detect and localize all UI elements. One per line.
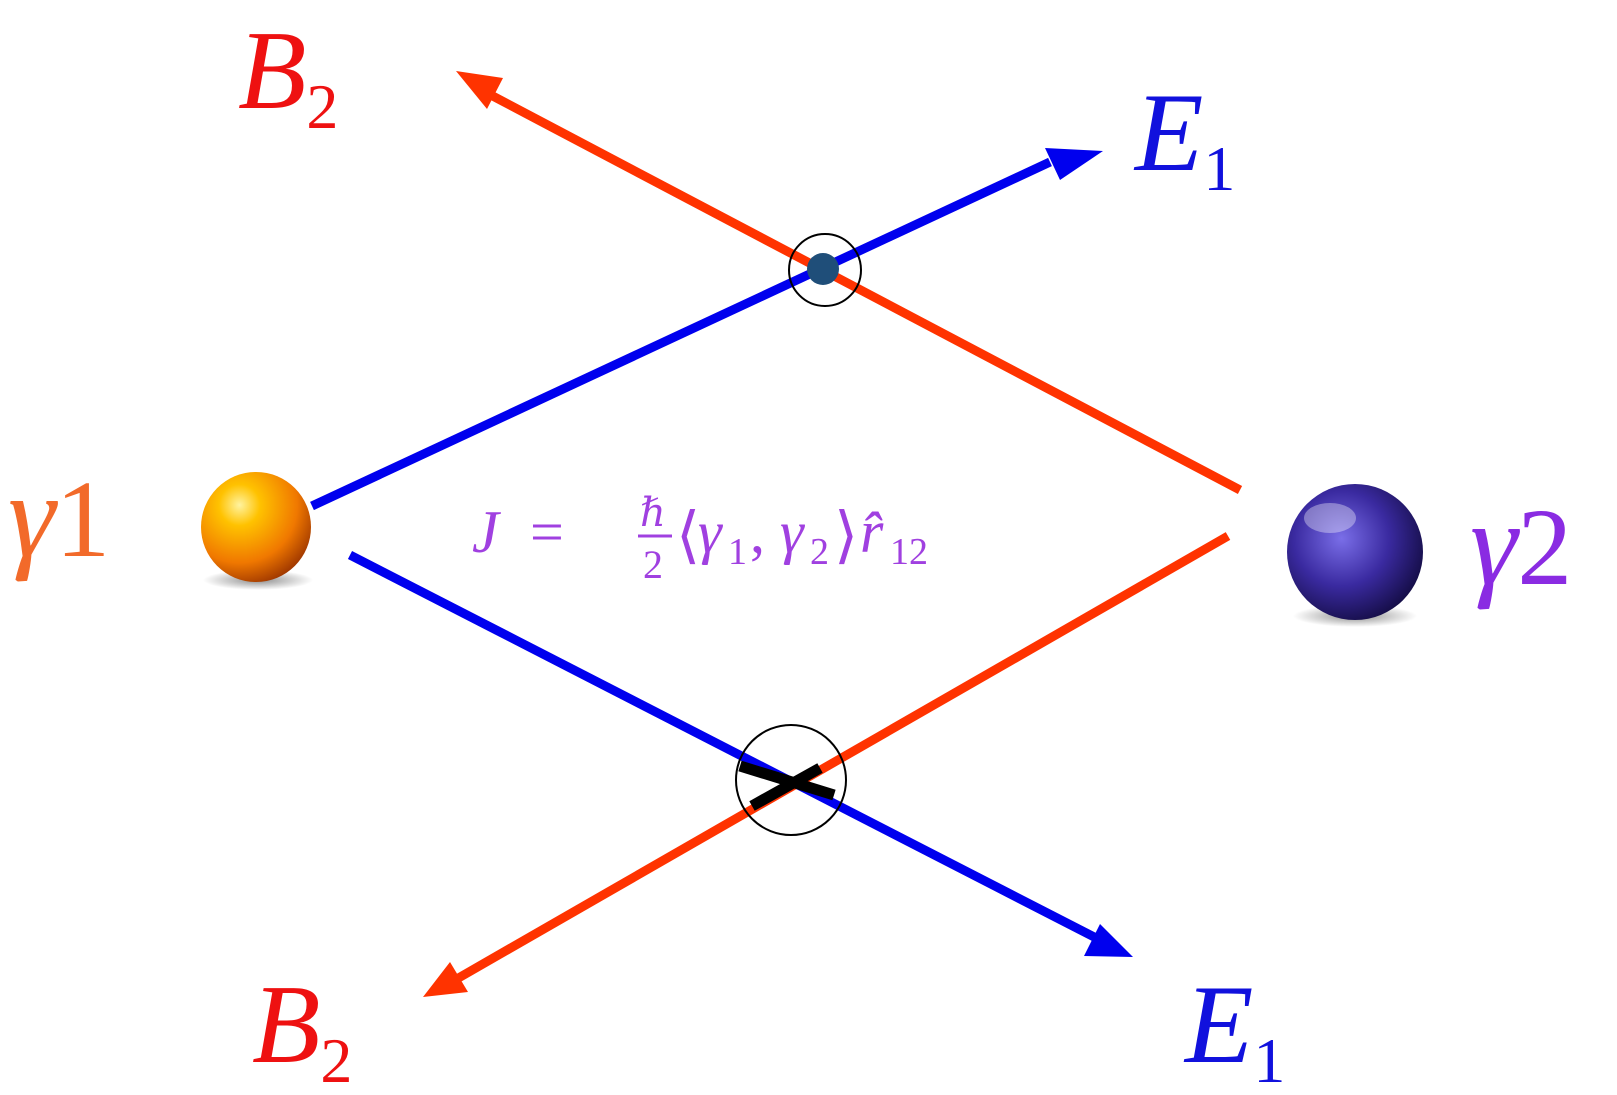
- formula-comma: ,: [750, 499, 765, 565]
- label-e1-bottom: E1: [1183, 963, 1285, 1095]
- angular-momentum-formula: J = ℏ 2 ⟨ γ 1 , γ 2 ⟩ r̂ 12: [472, 490, 928, 587]
- e1-upper-arrowhead: [1045, 148, 1103, 180]
- formula-gamma1: γ: [698, 499, 723, 565]
- b2-upper-line: [484, 89, 1243, 494]
- label-gamma2: γ2: [1470, 477, 1572, 610]
- label-e1-top: E1: [1133, 71, 1235, 204]
- lower-vertex-ring: [735, 724, 847, 836]
- formula-open-bracket: ⟨: [676, 502, 700, 570]
- formula-r-sub: 12: [890, 531, 928, 573]
- formula-denominator: 2: [643, 542, 663, 587]
- b2-upper-arrowhead: [456, 71, 503, 109]
- label-b2-top: B2: [238, 9, 338, 142]
- purple-sphere-icon: [1287, 484, 1423, 620]
- orange-sphere-icon: [201, 472, 311, 582]
- formula-close-bracket: ⟩: [834, 502, 858, 570]
- formula-equals: =: [530, 499, 564, 565]
- label-gamma1: γ1: [8, 449, 110, 582]
- e1-upper-line: [310, 157, 1052, 511]
- upper-vertex-ring: [788, 233, 862, 307]
- b2-lower-arrowhead: [423, 962, 468, 997]
- label-b2-bottom: B2: [252, 963, 352, 1095]
- formula-j: J: [472, 499, 501, 565]
- formula-r-hat: r̂: [860, 499, 884, 565]
- upper-vertex-dot: [807, 253, 839, 285]
- cross-mark-icon: [738, 760, 836, 811]
- formula-gamma2: γ: [780, 499, 805, 565]
- e1-lower-line: [347, 550, 1103, 945]
- formula-gamma2-sub: 2: [810, 531, 829, 573]
- formula-gamma1-sub: 1: [728, 531, 747, 573]
- purple-sphere-highlight: [1304, 503, 1356, 533]
- formula-hbar: ℏ: [640, 490, 666, 535]
- e1-lower-arrowhead: [1084, 924, 1133, 957]
